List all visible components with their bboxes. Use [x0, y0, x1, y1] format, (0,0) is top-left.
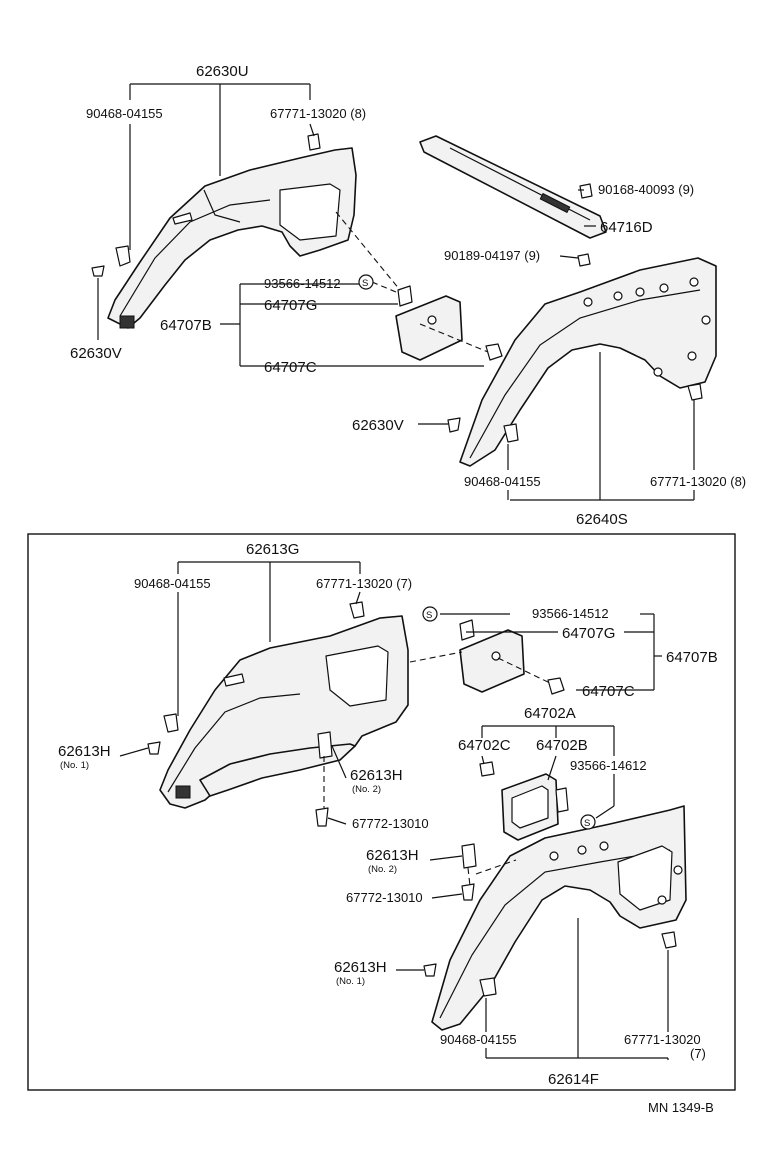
bottom-leaders: [119, 561, 669, 1060]
label-93566-bottom: 93566-14512: [532, 606, 609, 621]
svg-text:S: S: [584, 818, 590, 829]
clip-90468-top: [115, 245, 131, 267]
screw-67771-bottom-right: [661, 931, 677, 949]
screw-67771-top-right: [687, 383, 703, 401]
label-90468-bottom-right: 90468-04155: [440, 1032, 517, 1047]
label-64702b: 64702B: [536, 737, 588, 754]
quarter-trim-panel-62640s: [459, 257, 717, 467]
quarter-trim-panel-62613g: [159, 615, 409, 809]
label-67772-a: 67772-13010: [352, 816, 429, 831]
cover-64702b: [479, 761, 569, 841]
label-90189: 90189-04197 (9): [444, 248, 540, 263]
label-90168: 90168-40093 (9): [598, 182, 694, 197]
label-93566-top: 93566-14512: [264, 276, 341, 291]
svg-text:S: S: [426, 610, 432, 621]
label-64716d: 64716D: [600, 219, 653, 236]
label-62640s: 62640S: [576, 511, 628, 528]
clip-62613h-no1-a: [147, 741, 161, 755]
label-62613h-no1-b: 62613H: [334, 959, 387, 976]
svg-text:S: S: [362, 278, 368, 289]
label-90468-top: 90468-04155: [86, 106, 163, 121]
label-no1-a: (No. 1): [60, 760, 89, 771]
quarter-trim-panel-62614f: [431, 805, 687, 1031]
screw-67771-bottom: [349, 601, 365, 619]
s-symbol-bottom-b: S: [580, 814, 596, 830]
clip-62630v-top-mid: [447, 417, 461, 433]
label-64707c-bottom: 64707C: [582, 683, 635, 700]
label-90468-top-right: 90468-04155: [464, 474, 541, 489]
diagram-reference-code: MN 1349-B: [648, 1100, 714, 1115]
clip-90468-top-right: [503, 423, 519, 443]
label-no2-b: (No. 2): [368, 864, 397, 875]
label-62613h-no1-a: 62613H: [58, 743, 111, 760]
label-no1-b: (No. 1): [336, 976, 365, 987]
label-62630v-left: 62630V: [70, 345, 122, 362]
label-64702a: 64702A: [524, 705, 576, 722]
label-64707g-bottom: 64707G: [562, 625, 615, 642]
cover-64707g-bottom: [459, 619, 565, 695]
label-67771-bottom-right: 67771-13020: [624, 1032, 701, 1047]
label-64707b-bottom: 64707B: [666, 649, 718, 666]
clip-90468-bottom: [163, 713, 179, 733]
label-62614f: 62614F: [548, 1071, 599, 1088]
clip-90468-bottom-right: [479, 977, 497, 997]
label-67771-top-right: 67771-13020 (8): [650, 474, 746, 489]
s-symbol-bottom-a: S: [422, 606, 438, 622]
label-93566-14612: 93566-14612: [570, 758, 647, 773]
top-leaders: [97, 83, 695, 501]
quarter-trim-panel-62630u: [107, 147, 357, 329]
label-64707g-top: 64707G: [264, 297, 317, 314]
label-67771-bottom: 67771-13020 (7): [316, 576, 412, 591]
label-64707b-top: 64707B: [160, 317, 212, 334]
label-64707c-top: 64707C: [264, 359, 317, 376]
rail-64716d: [419, 135, 607, 267]
cover-64707g-top: [395, 285, 503, 361]
clip-62613h-no1-b: [423, 963, 437, 977]
label-67771-top: 67771-13020 (8): [270, 106, 366, 121]
label-no2-a: (No. 2): [352, 784, 381, 795]
clip-67772-a: [315, 807, 329, 827]
label-67772-b: 67772-13010: [346, 890, 423, 905]
screw-67771-top: [307, 133, 321, 151]
clip-62613h-no2-a: [317, 731, 333, 759]
label-62613h-no2-b: 62613H: [366, 847, 419, 864]
label-62613h-no2-a: 62613H: [350, 767, 403, 784]
bottom-section-frame: [27, 533, 736, 1091]
label-64702c: 64702C: [458, 737, 511, 754]
label-90468-bottom: 90468-04155: [134, 576, 211, 591]
clip-67772-b: [461, 883, 475, 901]
label-62613g: 62613G: [246, 541, 299, 558]
clip-62613h-no2-b: [461, 843, 477, 869]
s-symbol-top: S: [358, 274, 374, 290]
label-62630u: 62630U: [196, 63, 249, 80]
clip-62630v-top-left: [91, 265, 105, 277]
label-62630v-mid: 62630V: [352, 417, 404, 434]
label-67771-qty: (7): [690, 1046, 706, 1061]
